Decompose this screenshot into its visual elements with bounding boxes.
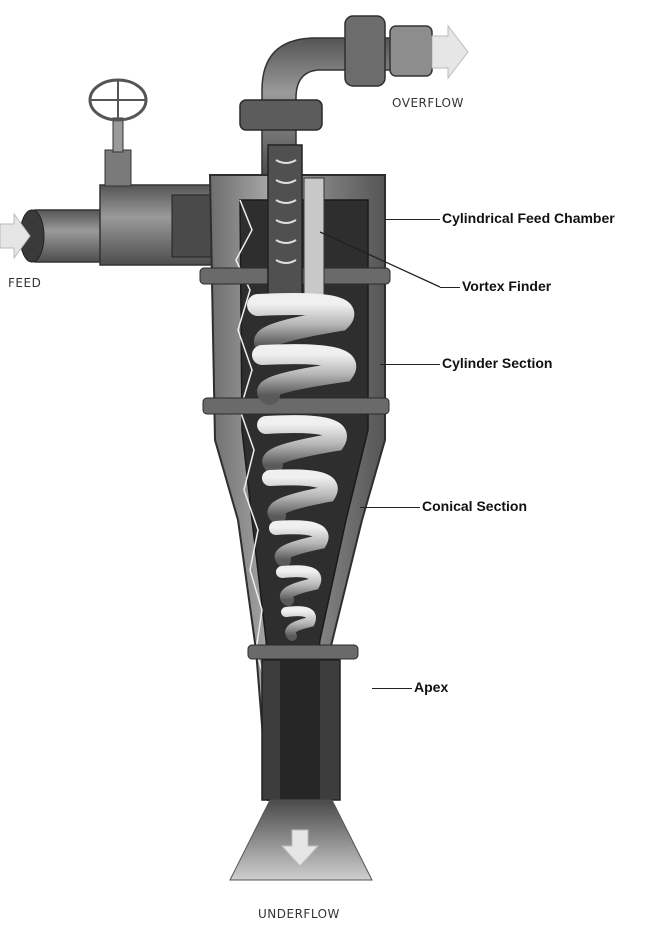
vortex-finder (268, 145, 324, 296)
apex-label: Apex (414, 679, 448, 695)
cylinder-section-label: Cylinder Section (442, 355, 552, 371)
overflow-label: OVERFLOW (392, 96, 464, 110)
feed-pipe (20, 185, 240, 265)
middle-flange (203, 398, 389, 414)
feed-label: FEED (8, 276, 41, 290)
conical-section-label: Conical Section (422, 498, 527, 514)
leader-line-feed-chamber (385, 219, 440, 220)
leader-line-conical-section (360, 507, 420, 508)
valve-handwheel-icon (90, 80, 146, 186)
overflow-arrow-icon (432, 26, 468, 78)
vortex-finder-label: Vortex Finder (462, 278, 551, 294)
leader-line-apex (372, 688, 412, 689)
leader-line-vortex-finder (440, 287, 460, 288)
overflow-coupling (345, 16, 385, 86)
leader-line-cylinder-section (380, 364, 440, 365)
lower-flange (248, 645, 358, 659)
overflow-clamp (240, 100, 322, 130)
underflow-label: UNDERFLOW (258, 907, 340, 921)
cylindrical-feed-chamber-label: Cylindrical Feed Chamber (442, 210, 615, 226)
